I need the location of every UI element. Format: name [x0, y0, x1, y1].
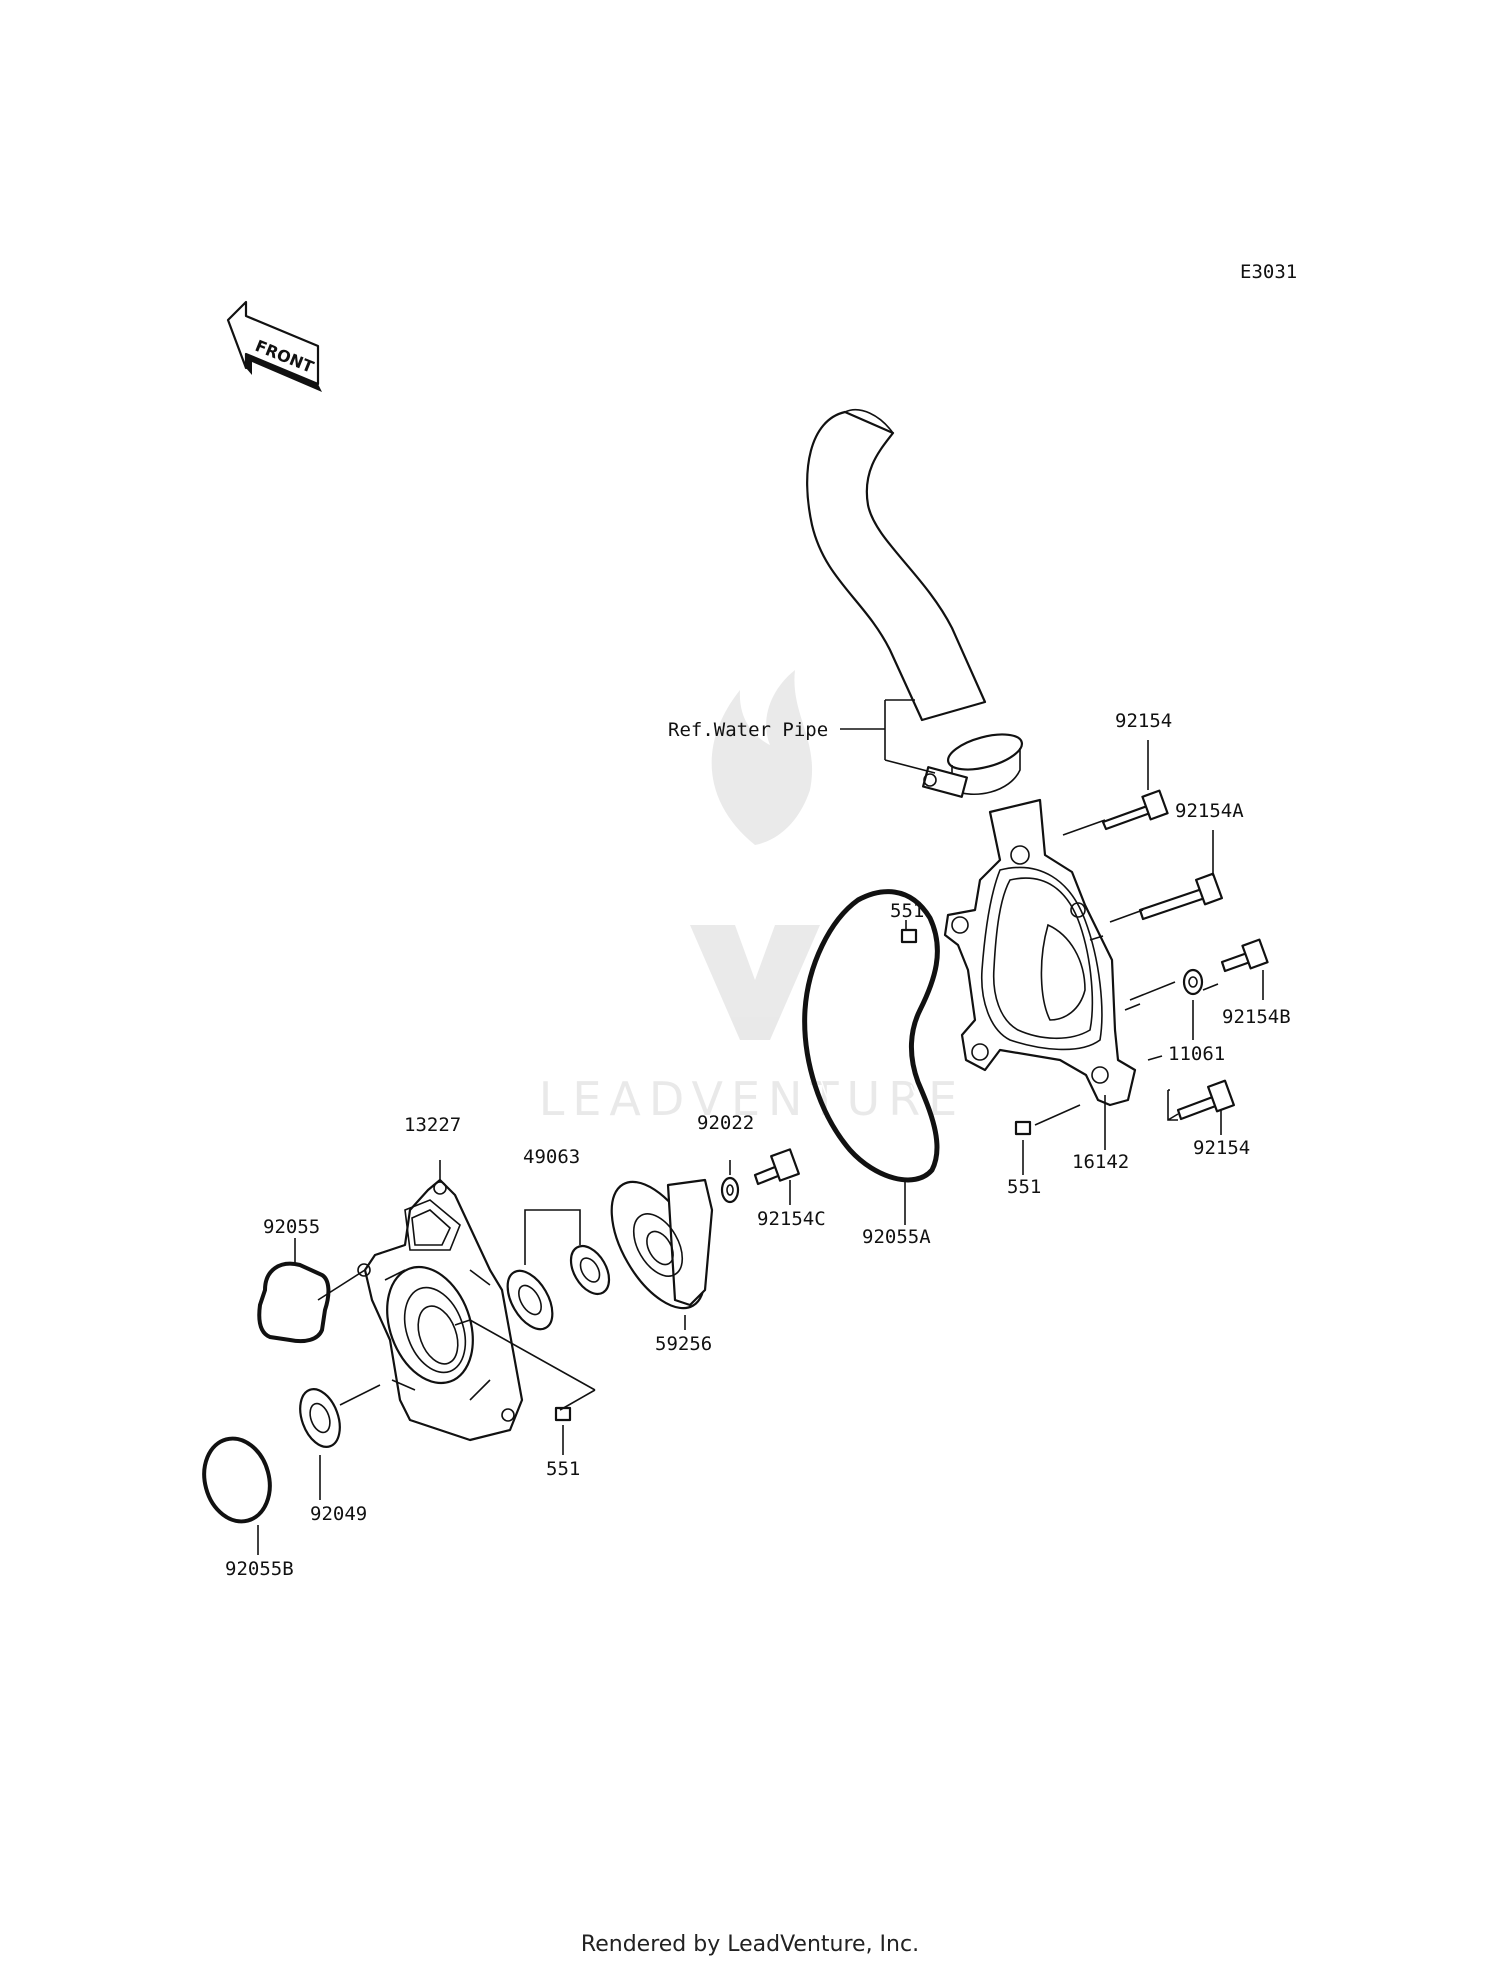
diagram-code: E3031: [1240, 261, 1297, 283]
water-pump-cover: [943, 798, 1137, 1107]
label-92055A: 92055A: [862, 1226, 931, 1248]
label-92154B: 92154B: [1222, 1006, 1291, 1028]
ref-bracket: [840, 699, 936, 774]
mechanical-seal-49063: [506, 1245, 611, 1331]
label-13227: 13227: [404, 1114, 461, 1136]
o-ring-92055B: [202, 1436, 272, 1524]
dowel-pin-551-upper: [900, 928, 918, 944]
label-49063: 49063: [523, 1146, 580, 1168]
bracket-49063: [524, 1209, 581, 1265]
bolt-92154-top: [1101, 789, 1169, 831]
label-16142: 16142: [1072, 1151, 1129, 1173]
leader-lines: [257, 740, 1264, 1555]
label-92154C: 92154C: [757, 1208, 826, 1230]
label-92154-top: 92154: [1115, 710, 1172, 732]
o-ring-92055: [257, 1261, 331, 1344]
dowel-pin-551-lower: [554, 1406, 572, 1422]
label-92055B: 92055B: [225, 1558, 294, 1580]
pump-housing-13227: [357, 1178, 524, 1442]
dowel-pin-551-mid: [1014, 1120, 1032, 1136]
gasket-92055A: [802, 889, 940, 1183]
label-551-upper: 551: [890, 900, 924, 922]
label-92022: 92022: [697, 1112, 754, 1134]
hose-clamp: [921, 733, 1024, 798]
impeller-59256: [610, 1178, 714, 1310]
bolt-92154-bottom: [1176, 1079, 1236, 1121]
label-551-lower: 551: [546, 1458, 580, 1480]
washer-92022: [720, 1176, 740, 1204]
label-59256: 59256: [655, 1333, 712, 1355]
label-92154A: 92154A: [1175, 800, 1244, 822]
watermark-text: LEADVENTURE: [539, 1072, 966, 1126]
footer-credit: Rendered by LeadVenture, Inc.: [580, 1932, 920, 1957]
label-11061: 11061: [1168, 1043, 1225, 1065]
label-92055: 92055: [263, 1216, 320, 1238]
label-92154-bottom: 92154: [1193, 1137, 1250, 1159]
water-pipe-hose: [806, 408, 987, 722]
front-arrow-icon: FRONT: [226, 300, 322, 392]
ref-water-pipe-label: Ref.Water Pipe: [668, 719, 828, 741]
washer-11061: [1182, 968, 1204, 996]
bolt-92154B: [1220, 938, 1269, 973]
oil-seal-92049: [299, 1388, 341, 1448]
leadventure-watermark: LEADVENTURE: [539, 670, 966, 1126]
label-551-mid: 551: [1007, 1176, 1041, 1198]
bolt-92154C: [753, 1148, 800, 1186]
bolt-92154A: [1138, 872, 1224, 921]
label-92049: 92049: [310, 1503, 367, 1525]
